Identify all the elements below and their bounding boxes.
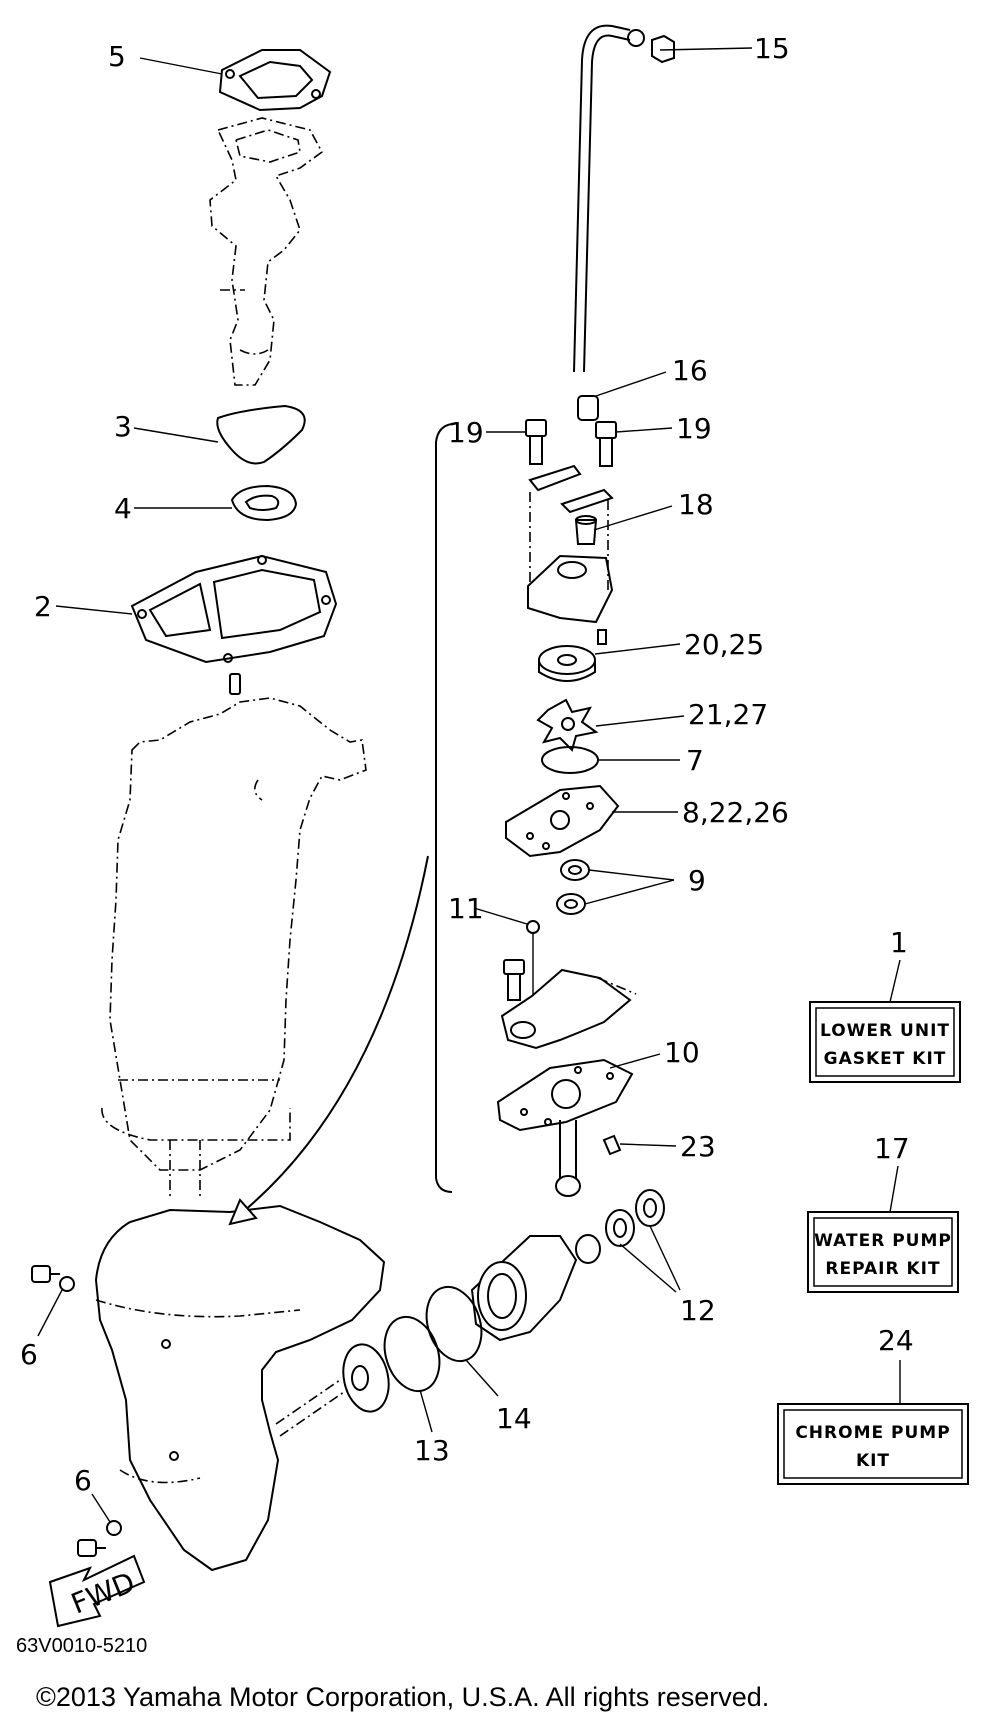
bolt-part-6-lower [77,1520,122,1557]
upper-casing [101,697,367,1200]
seal-ring-part-4 [230,484,298,522]
callout-10: 10 [664,1036,700,1069]
shaft-housing-assembly [470,1235,578,1342]
lower-unit-kit-line1: LOWER UNIT [820,1021,950,1041]
kit-box-chrome-pump: CHROME PUMP KIT [777,1403,969,1485]
callout-labels: 5 3 4 2 15 16 19 19 18 20,25 21,27 7 8,2… [20,32,914,1497]
pump-plates [528,464,614,514]
gasket-part-5 [218,49,332,112]
leader-lines [37,47,901,1523]
dowel-pin [229,673,241,695]
chrome-pump-kit-line1: CHROME PUMP [795,1423,950,1443]
callout-2: 2 [34,590,52,623]
seal-part-3 [216,404,306,465]
copyright-notice: ©2013 Yamaha Motor Corporation, U.S.A. A… [36,1682,769,1712]
callout-6-lower: 6 [74,1464,92,1497]
chrome-pump-kit-line2: KIT [856,1451,890,1471]
grommet-part-15 [651,34,675,64]
forward-arrow: FWD [48,1554,146,1628]
seal-part-12-a [575,1234,601,1264]
callout-14: 14 [496,1402,532,1435]
callout-5: 5 [108,40,126,73]
callout-13: 13 [414,1434,450,1467]
diagram-code: 63V0010-5210 [16,1635,147,1657]
seal-part-12-c [635,1189,665,1227]
water-pump-kit-line1: WATER PUMP [814,1231,952,1251]
callout-18: 18 [678,488,714,521]
pump-case-lower [500,959,637,1050]
callout-19-left: 19 [448,416,484,449]
seal-part-23 [602,1134,622,1156]
callout-24: 24 [878,1324,914,1357]
seal-part-12-b [605,1209,635,1247]
o-ring-part-7 [541,746,599,774]
callout-19-right: 19 [676,412,712,445]
callout-11: 11 [448,892,484,925]
outer-plate-part-8 [505,784,620,858]
callout-9: 9 [688,864,706,897]
tube-joint-part-16 [577,395,599,421]
callout-6-upper: 6 [20,1338,38,1371]
callout-1: 1 [890,926,908,959]
callout-3: 3 [114,410,132,443]
gasket-part-2 [130,554,338,664]
bearing-part-9-lower [556,893,586,915]
callout-15: 15 [754,32,790,65]
cartridge-part-20-25 [538,645,596,682]
bolt-part-19-right [595,421,617,467]
gearcase-housing [94,1204,386,1572]
lower-unit-kit-line2: GASKET KIT [824,1049,947,1069]
callout-16: 16 [672,354,708,387]
pump-housing [527,492,614,645]
impeller-part-21-27 [536,698,599,752]
callout-21-27: 21,27 [688,698,768,731]
assembly-bracket [228,423,453,1226]
bolt-part-19-left [525,419,547,465]
callout-12: 12 [680,1294,716,1327]
kit-box-water-pump: WATER PUMP REPAIR KIT [807,1211,959,1293]
bolt-part-6-upper [31,1265,75,1292]
o-ring-part-14 [425,1285,483,1363]
water-tube [573,24,645,373]
callout-23: 23 [680,1130,716,1163]
drive-shaft [555,1120,581,1197]
kit-box-lower-unit: LOWER UNIT GASKET KIT [809,1001,961,1083]
callout-8-22-26: 8,22,26 [682,796,789,829]
insert-part-18 [574,515,598,545]
callout-20-25: 20,25 [684,628,764,661]
gasket-part-10 [496,1058,634,1132]
bearing-part-9-upper [560,859,590,881]
callout-17: 17 [874,1132,910,1165]
water-pump-kit-line2: REPAIR KIT [825,1259,940,1279]
exhaust-guide-housing [209,117,324,386]
callout-4: 4 [114,492,132,525]
callout-7: 7 [686,744,704,777]
prop-shaft-bearing [275,1343,390,1437]
